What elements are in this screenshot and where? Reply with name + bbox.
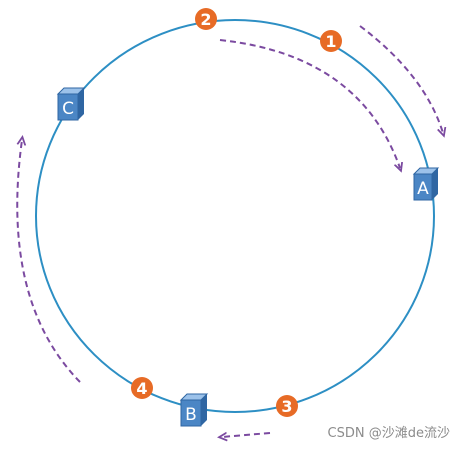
server-side-face — [78, 88, 84, 120]
server-a: A — [412, 167, 440, 201]
server-b: B — [179, 393, 209, 427]
server-label: A — [417, 179, 429, 199]
server-side-face — [432, 168, 438, 200]
arrow-key4-to-serverC — [16, 140, 81, 383]
key-circle — [320, 30, 342, 52]
key-label: 2 — [200, 10, 211, 29]
key-1: 1 — [320, 30, 342, 52]
server-label: C — [62, 99, 74, 119]
key-label: 3 — [281, 397, 292, 416]
key-label: 4 — [136, 379, 147, 398]
server-front-face — [413, 173, 433, 201]
server-front-face — [180, 399, 202, 427]
arrow-key1-to-serverA — [359, 25, 443, 133]
key-circle — [131, 377, 153, 399]
key-3: 3 — [276, 395, 298, 417]
key-4: 4 — [131, 377, 153, 399]
hash-ring — [35, 19, 435, 413]
key-2: 2 — [195, 8, 217, 30]
server-side-face — [201, 394, 207, 426]
key-label: 1 — [325, 32, 336, 51]
key-circle — [195, 8, 217, 30]
server-label: B — [185, 405, 197, 425]
server-c: C — [56, 87, 86, 121]
watermark: CSDN @沙滩de流沙 — [328, 426, 450, 441]
direction-arrows — [16, 25, 443, 437]
arrow-key2-to-serverA — [219, 39, 400, 168]
arrow-key3-to-serverB — [222, 433, 271, 437]
server-front-face — [57, 93, 79, 121]
key-circle — [276, 395, 298, 417]
